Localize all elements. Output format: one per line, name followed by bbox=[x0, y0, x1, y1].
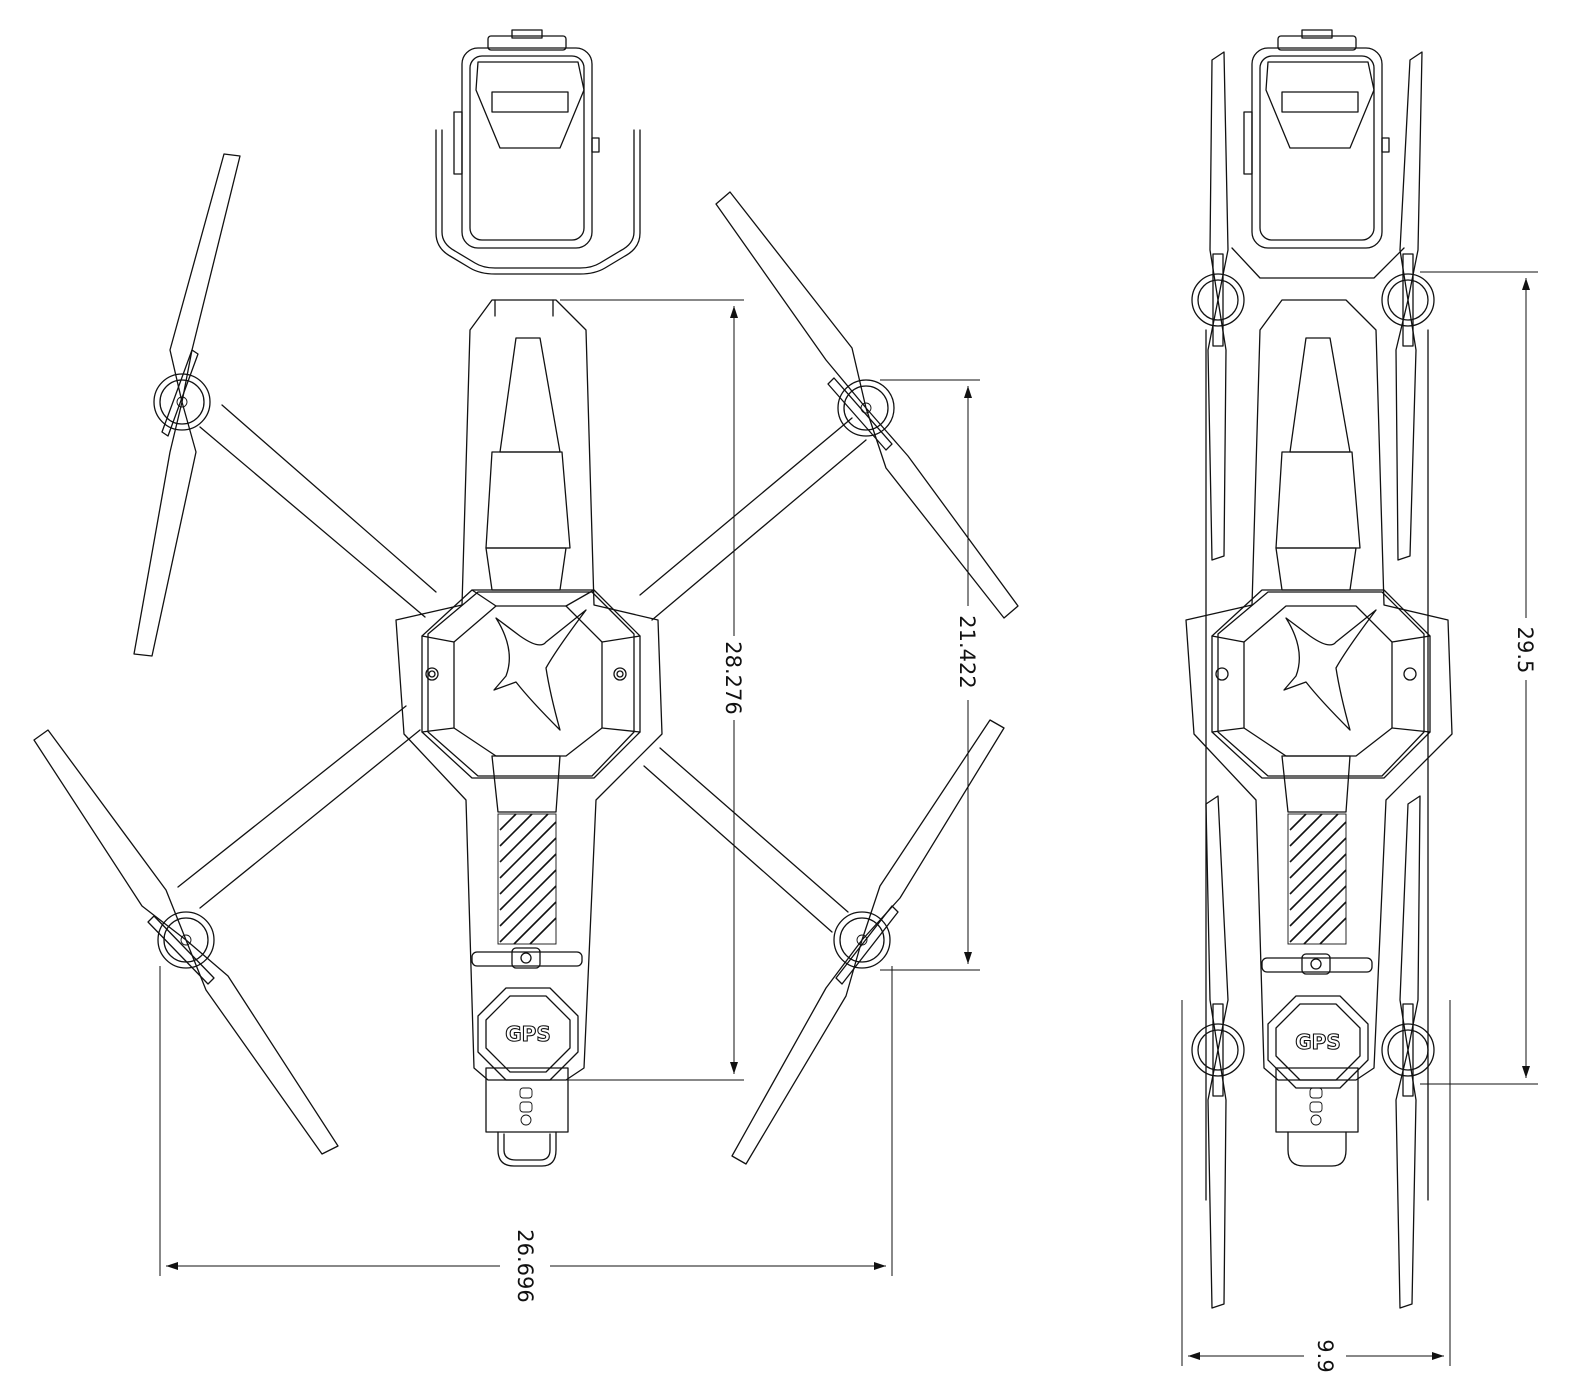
dim-folded-width: 9.9 bbox=[1313, 1339, 1337, 1372]
motor-bottom-right bbox=[833, 911, 891, 969]
folded-battery-pod bbox=[1231, 29, 1405, 279]
dimension-lines-folded-view bbox=[1181, 271, 1538, 1366]
dim-body-length: 28.276 bbox=[721, 641, 745, 714]
gps-module: GPS bbox=[477, 987, 579, 1081]
gps-label: GPS bbox=[505, 1022, 550, 1046]
folded-propellers bbox=[1205, 51, 1423, 1309]
folded-main-body bbox=[1185, 299, 1453, 1201]
folded-gps-module: GPS bbox=[1267, 995, 1369, 1089]
folded-motors bbox=[1191, 273, 1435, 1077]
drone-folded-view: GPS bbox=[1181, 29, 1538, 1373]
dim-folded-length: 29.5 bbox=[1513, 627, 1537, 674]
motor-top-right bbox=[837, 379, 895, 437]
propellers bbox=[33, 153, 1019, 1165]
battery-pod bbox=[435, 29, 641, 275]
dim-motor-spacing: 21.422 bbox=[955, 615, 979, 688]
drone-top-view: GPS bbox=[33, 29, 1019, 1303]
dimension-lines-top-view bbox=[159, 299, 980, 1276]
arms bbox=[177, 404, 867, 933]
motor-top-left bbox=[153, 373, 211, 431]
folded-gps-label: GPS bbox=[1295, 1030, 1340, 1054]
dim-overall-width: 26.696 bbox=[513, 1229, 537, 1302]
